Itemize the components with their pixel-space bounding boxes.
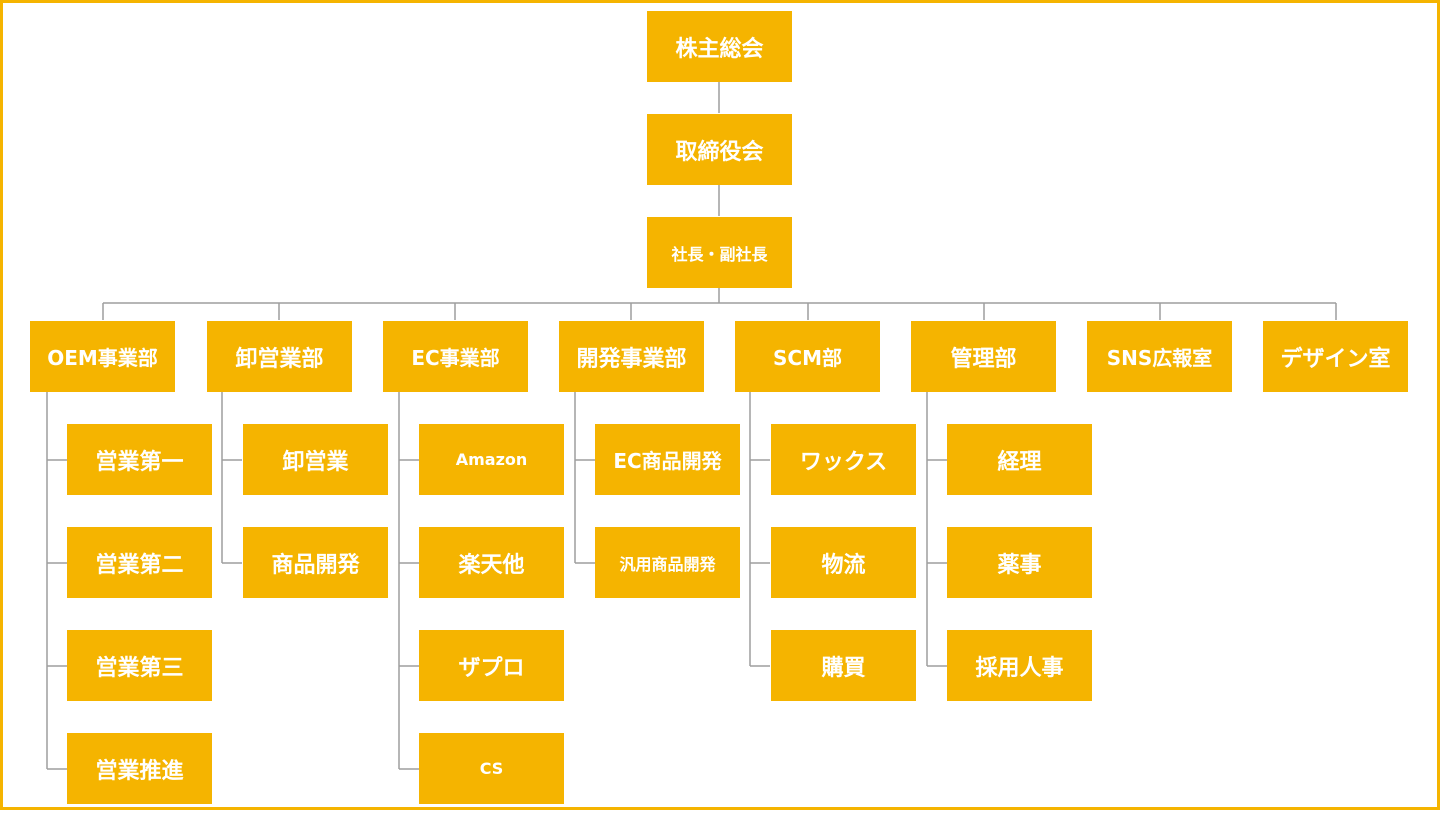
unit-purchasing: 購買 <box>771 630 916 701</box>
unit-sales-2: 営業第二 <box>67 527 212 598</box>
unit-accounting: 経理 <box>947 424 1092 495</box>
unit-recruiting-hr: 採用人事 <box>947 630 1092 701</box>
dept-admin: 管理部 <box>911 321 1056 392</box>
unit-rakuten: 楽天他 <box>419 527 564 598</box>
unit-amazon: Amazon <box>419 424 564 495</box>
node-shareholders: 株主総会 <box>647 11 792 82</box>
unit-wax: ワックス <box>771 424 916 495</box>
unit-zapro: ザプロ <box>419 630 564 701</box>
dept-oem: OEM事業部 <box>30 321 175 392</box>
dept-sns-pr: SNS広報室 <box>1087 321 1232 392</box>
dept-design: デザイン室 <box>1263 321 1408 392</box>
dept-ec: EC事業部 <box>383 321 528 392</box>
unit-cs: CS <box>419 733 564 804</box>
dept-dev: 開発事業部 <box>559 321 704 392</box>
node-board: 取締役会 <box>647 114 792 185</box>
unit-product-dev: 商品開発 <box>243 527 388 598</box>
connector-admin-children <box>926 391 947 667</box>
dept-wholesale: 卸営業部 <box>207 321 352 392</box>
connector-scm-children <box>749 391 770 667</box>
unit-sales-promotion: 営業推進 <box>67 733 212 804</box>
connector-wholesale-children <box>221 391 242 564</box>
unit-logistics: 物流 <box>771 527 916 598</box>
connector-ec-children <box>398 391 419 770</box>
unit-sales-1: 営業第一 <box>67 424 212 495</box>
node-president: 社長・副社長 <box>647 217 792 288</box>
connector-lines <box>46 82 1337 770</box>
dept-scm: SCM部 <box>735 321 880 392</box>
unit-pharma-affairs: 薬事 <box>947 527 1092 598</box>
unit-wholesale: 卸営業 <box>243 424 388 495</box>
connector-oem-children <box>46 391 67 770</box>
unit-general-product-dev: 汎用商品開発 <box>595 527 740 598</box>
unit-ec-product-dev: EC商品開発 <box>595 424 740 495</box>
unit-sales-3: 営業第三 <box>67 630 212 701</box>
connector-dev-children <box>574 391 595 564</box>
